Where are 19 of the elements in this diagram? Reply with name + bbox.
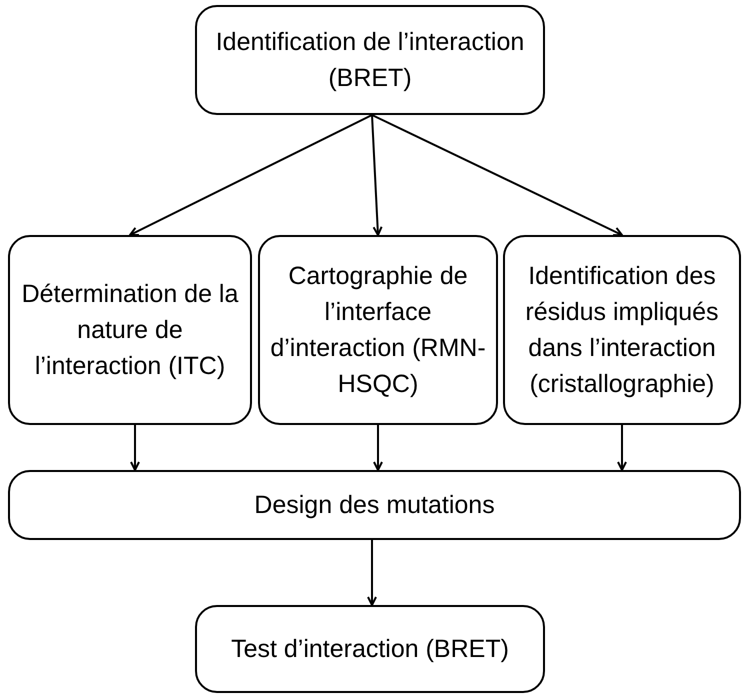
process-box	[8, 235, 252, 425]
process-box	[503, 235, 741, 425]
box-text: Identification des résidus impliqués dans l’interaction (cristallographie)	[524, 260, 720, 400]
process-box	[195, 5, 545, 115]
process-box	[8, 470, 741, 540]
process-box	[195, 605, 545, 693]
process-box	[258, 235, 498, 425]
arrow	[367, 540, 377, 606]
box-text: Détermination de la nature de l’interaction (ITC)	[20, 278, 240, 382]
box-text: Identification de l’interaction (BRET)	[214, 26, 526, 94]
box-text: Cartographie de l’interface d’interaction (RMN-HSQC)	[269, 260, 487, 400]
box-text: Test d’interaction (BRET)	[231, 634, 509, 665]
arrow	[129, 114, 372, 236]
arrow	[372, 114, 623, 236]
arrow	[373, 425, 383, 471]
box-text: Design des mutations	[254, 490, 495, 521]
arrow	[617, 425, 627, 471]
arrow	[371, 114, 383, 236]
arrow	[130, 425, 140, 471]
